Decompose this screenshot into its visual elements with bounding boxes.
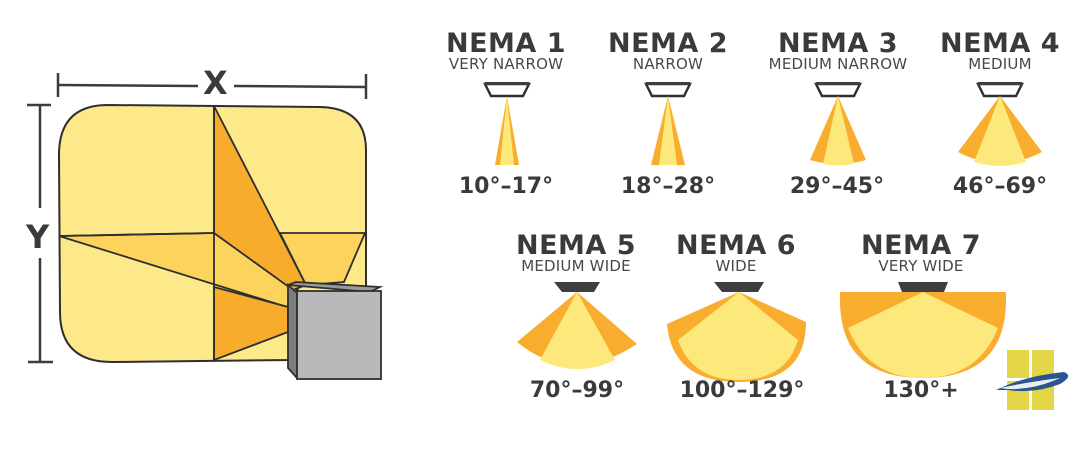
nema-subtitle: MEDIUM	[968, 55, 1032, 73]
nema-title: NEMA 5	[516, 230, 636, 261]
nema-title: NEMA 1	[446, 28, 566, 59]
nema-subtitle: NARROW	[632, 55, 704, 73]
nema-7-beam-icon	[840, 282, 1006, 378]
nema-title: NEMA 7	[861, 230, 981, 261]
nema-3-beam-icon	[810, 82, 866, 166]
nema-5-beam-icon	[517, 282, 637, 369]
x-label: X	[203, 64, 228, 102]
y-dimension	[27, 103, 53, 364]
nema-angle: 70°–99°	[529, 378, 625, 403]
nema-subtitle: VERY NARROW	[448, 55, 564, 73]
nema-angle: 130°+	[883, 378, 959, 403]
room-beam-diagram	[27, 73, 384, 381]
nema-angle: 46°–69°	[952, 174, 1048, 199]
floodlight-fixture	[287, 281, 384, 381]
window-logo-icon	[996, 350, 1069, 410]
nema-2-beam-icon	[644, 82, 692, 165]
nema-angle: 29°–45°	[789, 174, 885, 199]
nema-subtitle: VERY WIDE	[878, 257, 964, 275]
y-label: Y	[26, 218, 50, 256]
nema-4-beam-icon	[958, 82, 1042, 166]
nema-subtitle: MEDIUM WIDE	[521, 257, 631, 275]
nema-angle: 100°–129°	[679, 378, 805, 403]
nema-subtitle: MEDIUM NARROW	[768, 55, 908, 73]
nema-angle: 10°–17°	[458, 174, 554, 199]
nema-1-beam-icon	[483, 82, 531, 165]
nema-title: NEMA 3	[778, 28, 898, 59]
nema-title: NEMA 6	[676, 230, 796, 261]
nema-angle: 18°–28°	[620, 174, 716, 199]
nema-title: NEMA 2	[608, 28, 728, 59]
nema-subtitle: WIDE	[715, 257, 757, 275]
x-dimension	[56, 73, 368, 99]
nema-6-beam-icon	[667, 282, 806, 382]
nema-title: NEMA 4	[940, 28, 1060, 59]
